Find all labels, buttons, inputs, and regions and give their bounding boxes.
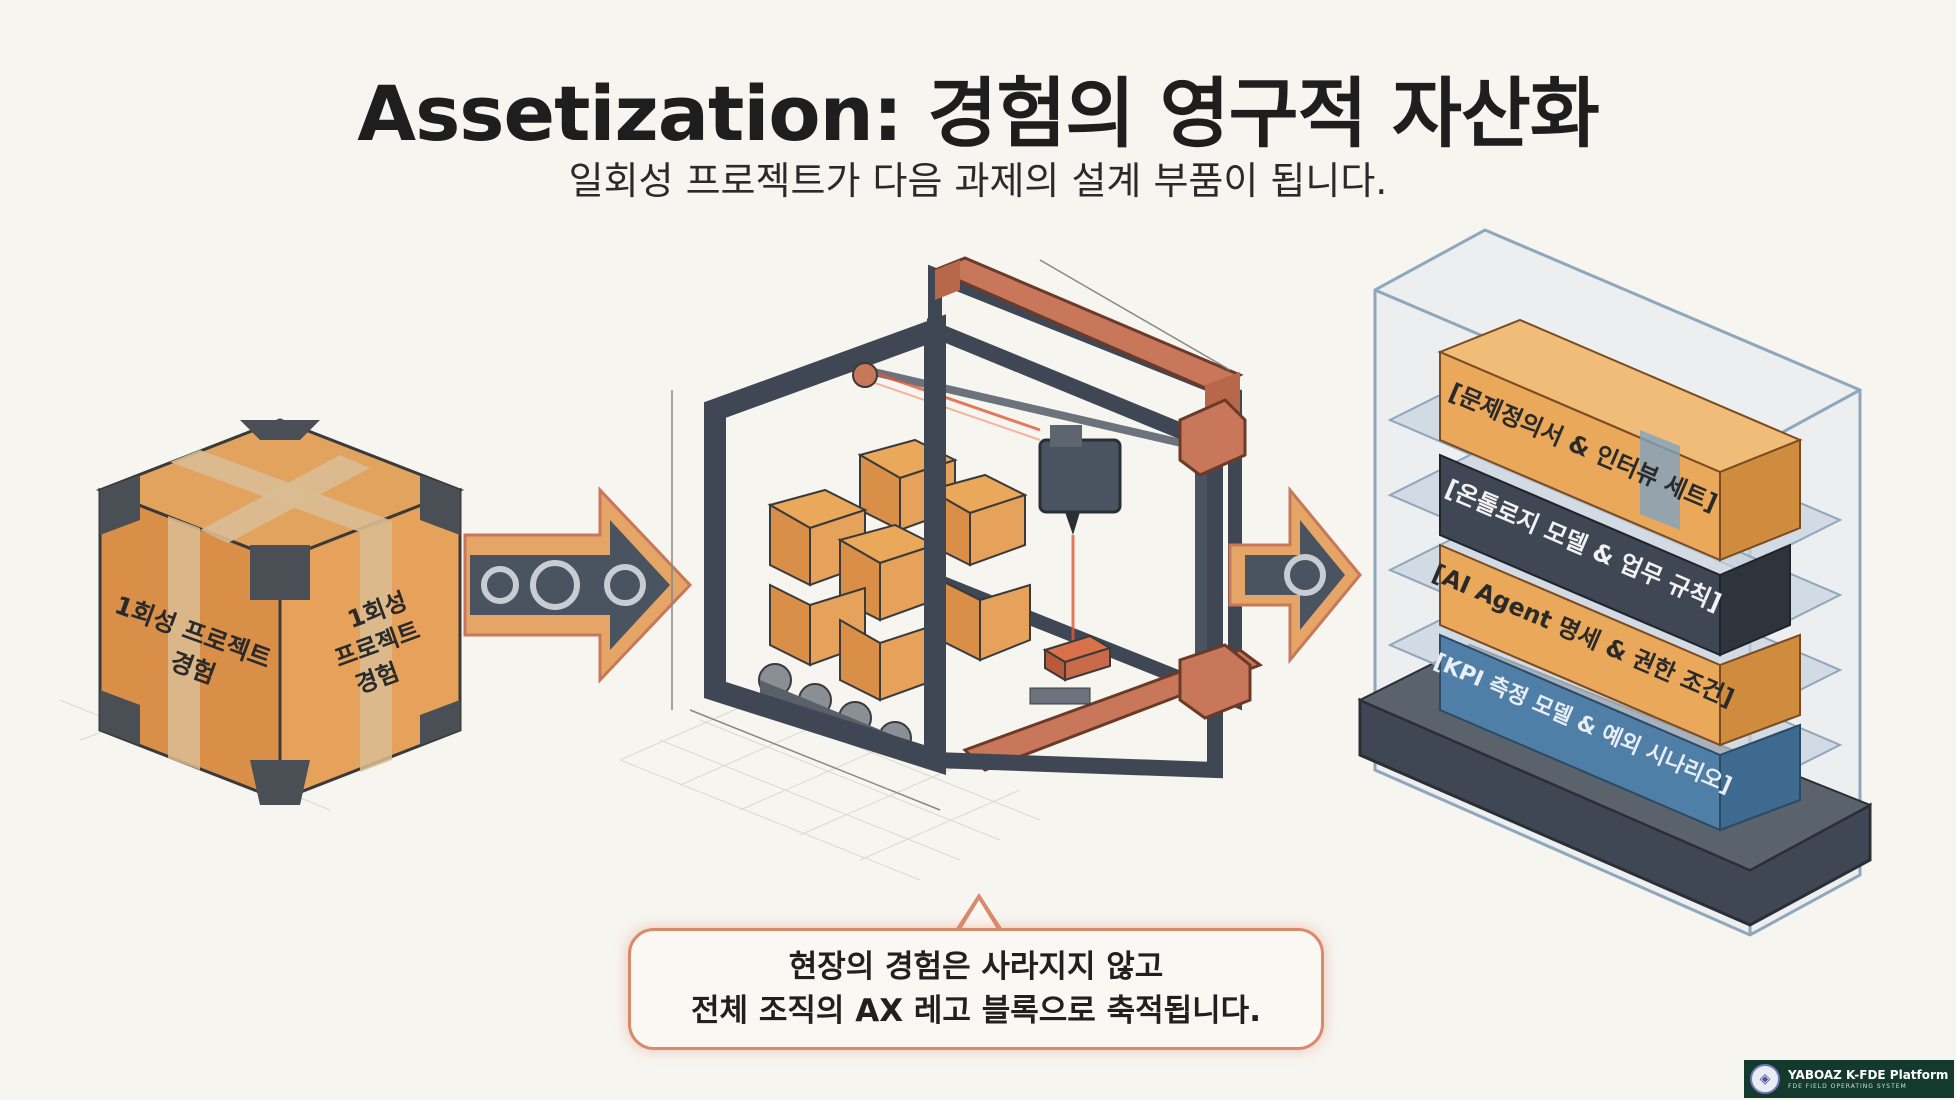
callout-line-1: 현장의 경험은 사라지지 않고 bbox=[788, 949, 1164, 985]
arrow-right-icon bbox=[1228, 485, 1362, 665]
callout-line-2: 전체 조직의 AX 레고 블록으로 축적됩니다. bbox=[691, 993, 1261, 1029]
platform-badge: ◈ YABOAZ K-FDE Platform FDE FIELD OPERAT… bbox=[1744, 1060, 1954, 1098]
assembly-machine bbox=[671, 256, 1264, 811]
page-subtitle: 일회성 프로젝트가 다음 과제의 설계 부품이 됩니다. bbox=[568, 159, 1388, 203]
page-title: Assetization: 경험의 영구적 자산화 bbox=[357, 69, 1600, 158]
summary-callout: 현장의 경험은 사라지지 않고 전체 조직의 AX 레고 블록으로 축적됩니다. bbox=[628, 928, 1324, 1050]
badge-subtitle: FDE FIELD OPERATING SYSTEM bbox=[1788, 1082, 1907, 1090]
project-experience-box: 1회성 프로젝트 경험 1회성 프로젝트 경험 bbox=[95, 418, 465, 805]
gear-icon bbox=[1284, 554, 1326, 596]
badge-name: YABOAZ K-FDE Platform bbox=[1788, 1067, 1949, 1082]
assembled-blocks bbox=[767, 438, 1031, 702]
gear-icon bbox=[481, 560, 646, 610]
callout-tail-inner bbox=[960, 900, 998, 931]
logo-icon: ◈ bbox=[1750, 1064, 1780, 1094]
